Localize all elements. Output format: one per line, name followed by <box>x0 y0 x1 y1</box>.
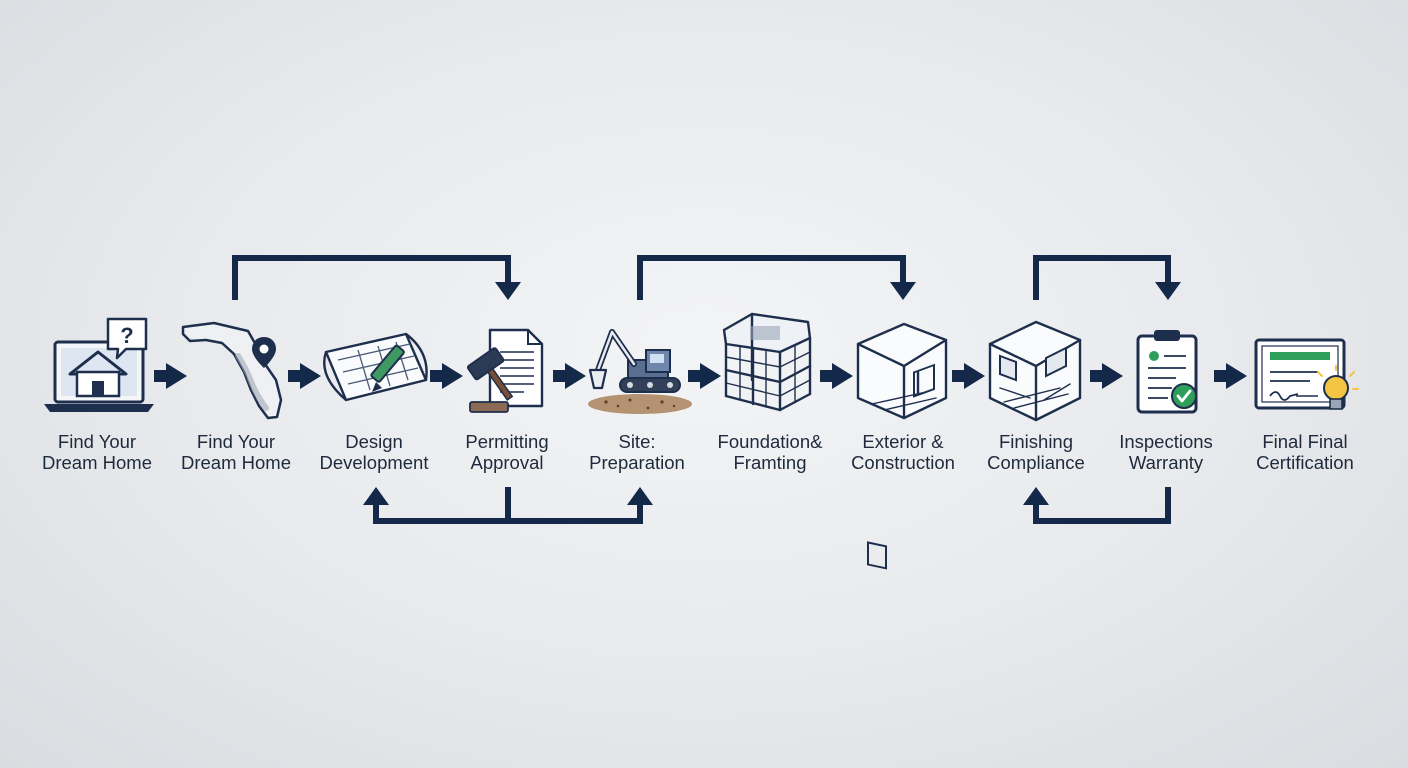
arrow-right <box>553 363 586 389</box>
step-6-label: Foundation&Framting <box>718 431 824 473</box>
bottom-loop-inspections-to-finishing <box>1023 487 1171 524</box>
excavator-icon <box>588 329 692 414</box>
top-loop-design-to-permitting <box>232 255 521 300</box>
top-loop-site-to-exterior <box>637 255 916 300</box>
arrow-right <box>952 363 985 389</box>
clipboard-check-icon <box>1136 330 1198 414</box>
gavel-document-icon <box>466 328 544 413</box>
top-loop-finishing-to-inspections <box>1033 255 1181 300</box>
step-arrows <box>154 363 1247 389</box>
building-frame-icon <box>722 312 812 412</box>
laptop-house-question-icon: ? <box>44 317 154 412</box>
blueprint-pencil-icon <box>323 332 428 402</box>
room-corner-icon <box>856 322 948 570</box>
arrow-right <box>1090 363 1123 389</box>
arrow-right <box>288 363 321 389</box>
svg-text:?: ? <box>120 323 133 348</box>
finished-room-icon <box>988 320 1082 422</box>
arrow-right <box>688 363 721 389</box>
bottom-loop-permitting-branches <box>363 487 653 524</box>
step-5-label: Site:Preparation <box>589 431 685 473</box>
florida-map-pin-icon <box>181 321 283 420</box>
arrow-right <box>430 363 463 389</box>
certificate-lightbulb-icon <box>1254 338 1359 410</box>
arrow-right <box>154 363 187 389</box>
step-7-label: Exterior &Construction <box>851 431 955 473</box>
arrow-right <box>1214 363 1247 389</box>
arrow-right <box>820 363 853 389</box>
